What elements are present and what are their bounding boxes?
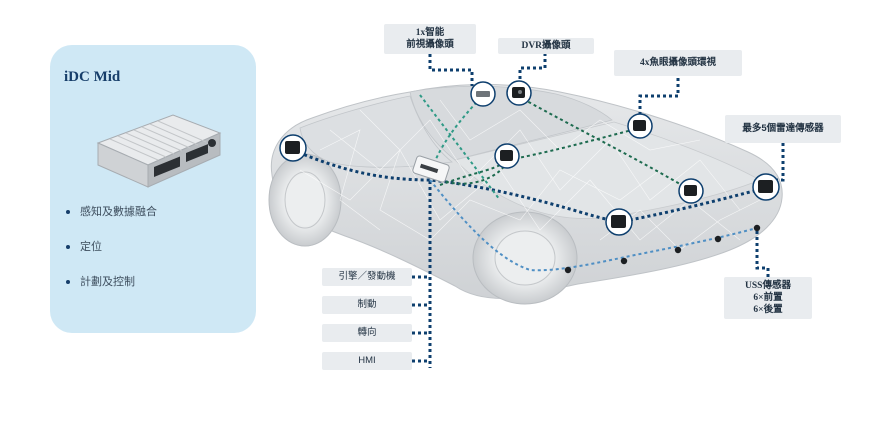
list-item: 定位	[64, 240, 157, 275]
front-camera-label-line2: 前視攝像頭	[406, 40, 454, 50]
fisheye-camera-label: 4x魚眼攝像頭環視	[614, 50, 742, 76]
card-title: iDC Mid	[64, 69, 121, 85]
teal-links	[419, 94, 501, 201]
dvr-camera-label: DVR攝像頭	[498, 38, 594, 54]
front-camera-label: 1x智能 前視攝像頭	[384, 24, 476, 54]
fisheye-camera-top-icon	[627, 113, 653, 139]
feature-list: 感知及數據融合 定位 計劃及控制	[64, 205, 157, 310]
uss-label-line2: 6×前置	[753, 293, 783, 303]
idc-mid-card: iDC Mid 感知及數據融合 定位 計劃及控制	[50, 45, 256, 333]
engine-label: 引擎／發動機	[322, 268, 412, 286]
radar-label: 最多5個雷達傳感器	[725, 115, 841, 143]
uss-label-line3: 6×後置	[753, 305, 783, 315]
car-ecu-icon	[412, 155, 450, 183]
green-links	[439, 95, 691, 191]
steering-label: 轉向	[322, 324, 412, 342]
uss-sensor-icons	[564, 224, 761, 274]
uss-label-line1: USS傳感器	[745, 281, 791, 291]
dvr-camera-icon	[506, 80, 532, 106]
fisheye-camera-front-icon	[678, 178, 704, 204]
brake-label: 制動	[322, 296, 412, 314]
navy-links	[292, 53, 785, 368]
front-right-radar-icon	[752, 173, 780, 201]
uss-label: USS傳感器 6×前置 6×後置	[724, 277, 812, 319]
list-item: 計劃及控制	[64, 275, 157, 310]
rear-radar-icon	[279, 134, 307, 162]
front-camera-icon	[470, 81, 496, 107]
front-camera-label-line1: 1x智能	[415, 28, 445, 38]
front-left-radar-icon	[605, 208, 633, 236]
fisheye-camera-side-icon	[494, 143, 520, 169]
ecu-module-icon	[96, 114, 222, 188]
uss-links	[429, 179, 758, 272]
list-item: 感知及數據融合	[64, 205, 157, 240]
hmi-label: HMI	[322, 352, 412, 370]
